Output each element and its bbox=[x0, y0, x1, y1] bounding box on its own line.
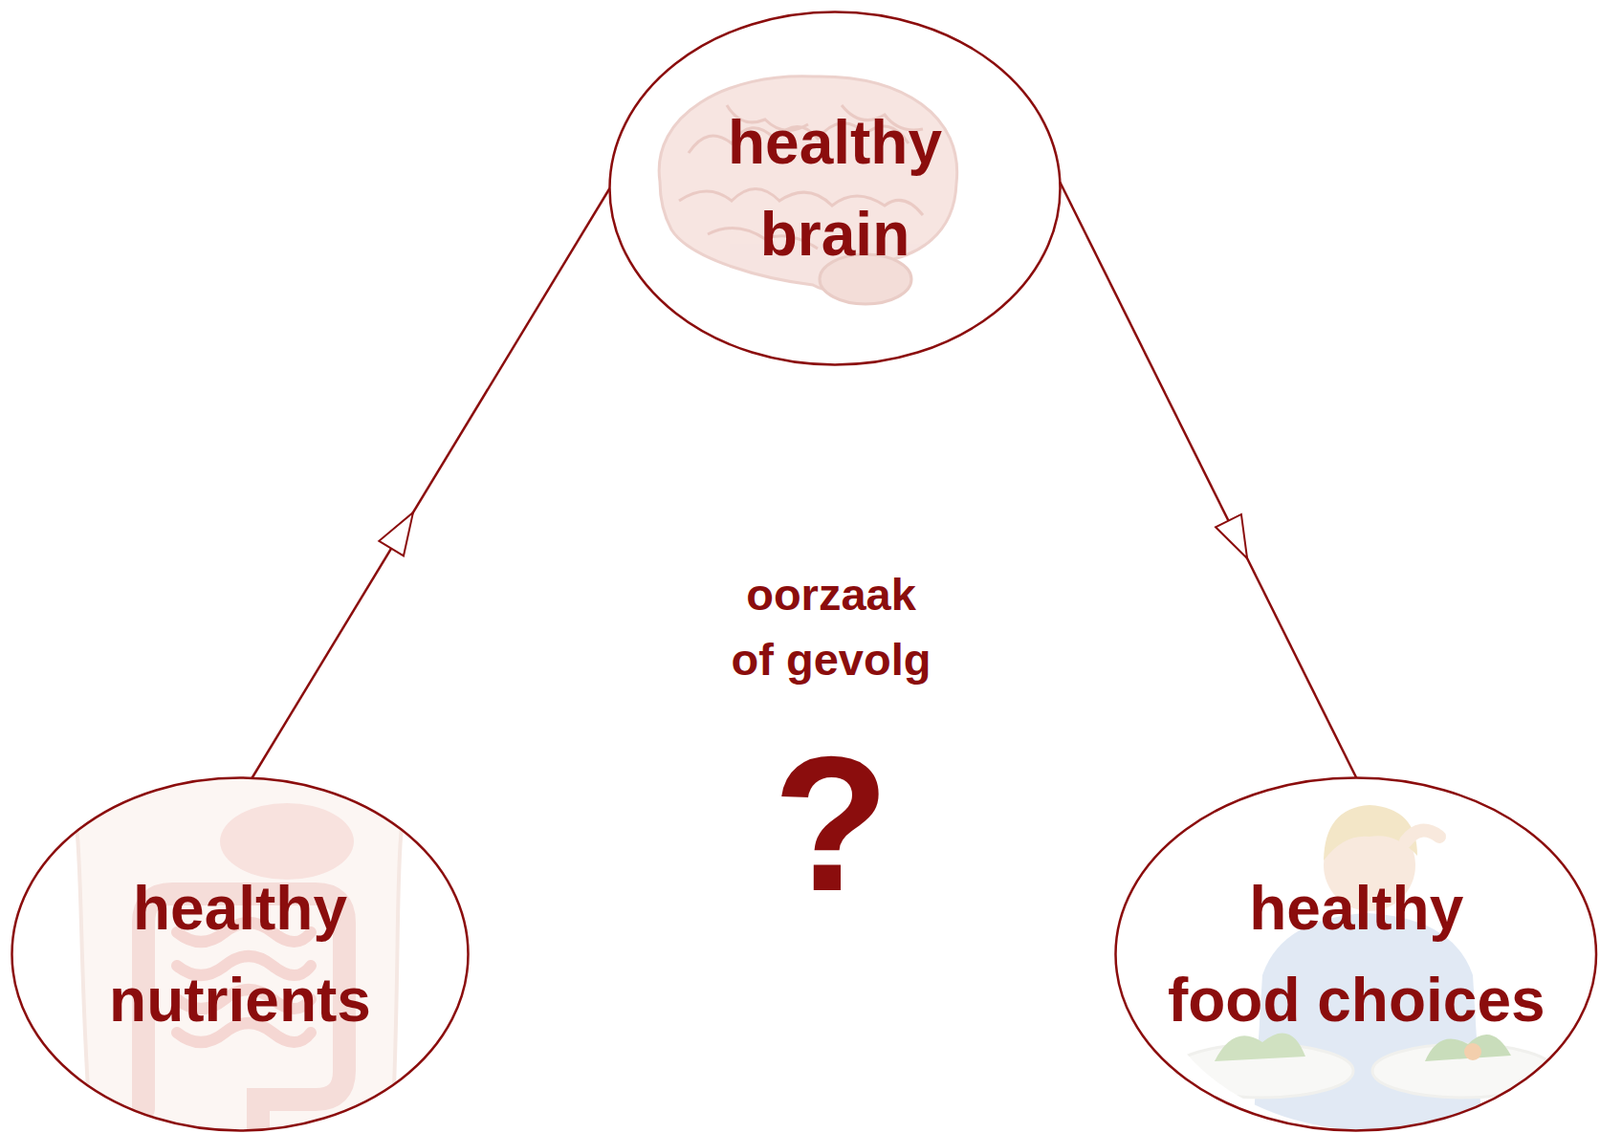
node-text-group: healthy nutrients bbox=[109, 862, 372, 1047]
ellipse-node: healthy brain bbox=[608, 10, 1062, 367]
open-arrowhead bbox=[378, 512, 414, 556]
ellipse-outline bbox=[10, 776, 470, 1133]
ellipse-border bbox=[610, 12, 1061, 366]
child-hand bbox=[1405, 831, 1440, 842]
large-intestine bbox=[143, 894, 345, 1133]
text-line: ? bbox=[772, 728, 890, 921]
text-line: healthy bbox=[1167, 862, 1546, 955]
child-shirt bbox=[1252, 913, 1483, 1133]
node-text-group: healthy food choices bbox=[1167, 862, 1546, 1047]
text-line: healthy bbox=[727, 96, 943, 189]
node-label: healthy nutrients bbox=[109, 862, 372, 1047]
ellipse-border bbox=[1116, 778, 1598, 1132]
text-line: nutrients bbox=[109, 954, 372, 1047]
food-carrot bbox=[1464, 1043, 1482, 1061]
small-intestine bbox=[176, 922, 311, 1043]
ellipse-outline bbox=[1114, 776, 1599, 1133]
center-label: oorzaak of gevolg bbox=[731, 562, 932, 693]
cerebellum-shape bbox=[819, 254, 912, 305]
brain-folds bbox=[679, 105, 923, 249]
food-greens bbox=[1424, 1034, 1512, 1062]
ellipse-node: healthy nutrients bbox=[10, 776, 470, 1133]
connector bbox=[251, 188, 610, 779]
ellipse-border bbox=[12, 778, 469, 1132]
center-label: ? bbox=[772, 728, 890, 921]
text-line: oorzaak bbox=[731, 562, 932, 628]
open-arrowhead bbox=[1215, 514, 1248, 559]
food-greens bbox=[1214, 1032, 1306, 1062]
brain-shape bbox=[658, 76, 958, 291]
connector-line bbox=[251, 188, 610, 779]
torso-outline bbox=[66, 765, 412, 1133]
text-line: of gevolg bbox=[731, 627, 932, 693]
stomach-shape bbox=[219, 803, 354, 880]
ellipse-outline bbox=[608, 10, 1062, 367]
node-label: healthy brain bbox=[727, 96, 943, 281]
abdomen-illustration bbox=[66, 765, 412, 1133]
child-illustration bbox=[1171, 805, 1555, 1133]
node-text-group: healthy brain bbox=[727, 96, 943, 281]
text-line: food choices bbox=[1167, 954, 1546, 1047]
text-line: healthy bbox=[109, 862, 372, 955]
connector-line bbox=[1059, 182, 1357, 779]
text-line: brain bbox=[727, 188, 943, 281]
connector bbox=[1059, 182, 1357, 779]
child-hair bbox=[1323, 805, 1418, 861]
brain-illustration bbox=[658, 76, 958, 305]
ellipse-node: healthy food choices bbox=[1114, 776, 1599, 1133]
node-label: healthy food choices bbox=[1167, 862, 1546, 1047]
